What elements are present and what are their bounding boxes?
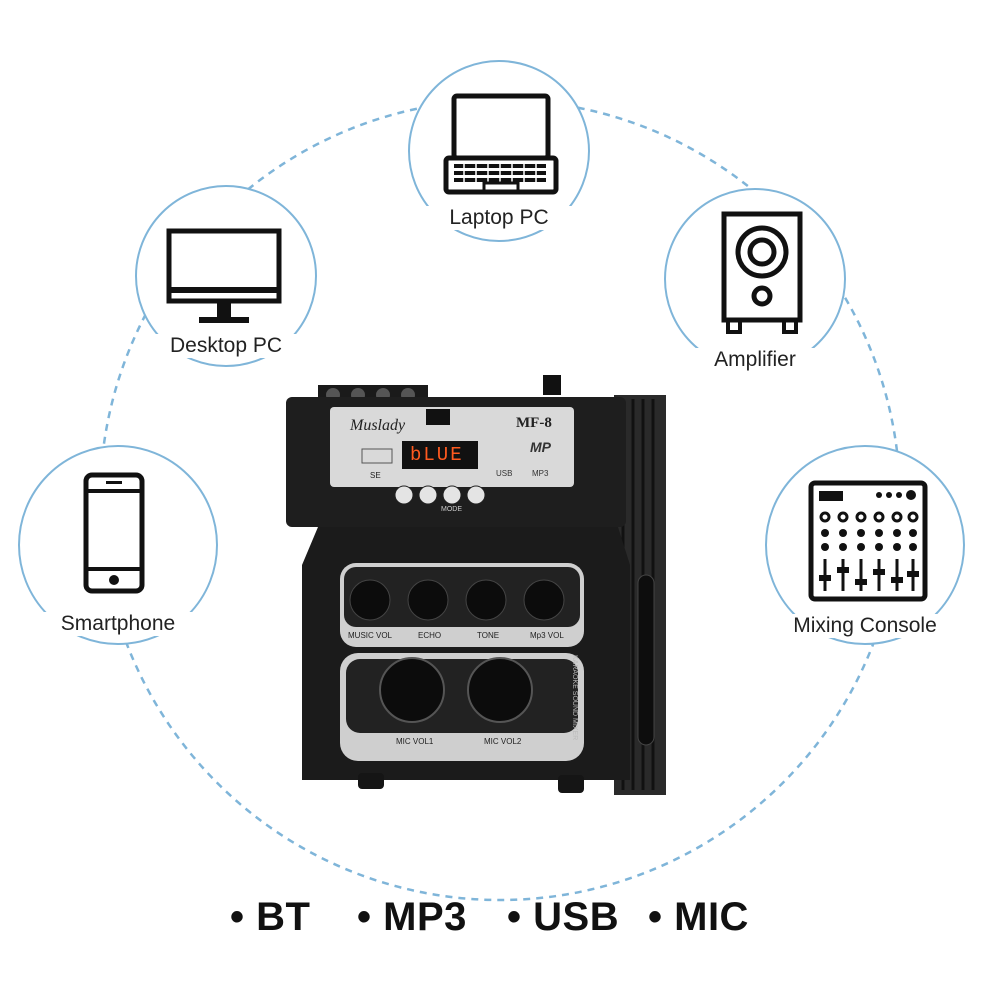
mixer-body-graphic <box>286 375 666 795</box>
feature-mic-text: MIC <box>674 895 749 939</box>
music-vol-label: MUSIC VOL <box>348 631 393 640</box>
laptop-icon <box>443 93 559 195</box>
mic-vol2-label: MIC VOL2 <box>484 737 522 746</box>
mixing-console-node: Mixing Console <box>765 445 965 645</box>
mixing-console-label: Mixing Console <box>767 614 963 638</box>
feature-mp3: • MP3 <box>357 895 467 939</box>
feature-bt-text: BT <box>256 895 311 939</box>
desktop-pc-label: Desktop PC <box>137 334 315 358</box>
mode-label: MODE <box>441 506 462 513</box>
laptop-pc-label: Laptop PC <box>410 206 588 230</box>
tone-label: TONE <box>477 631 500 640</box>
se-label: SE <box>370 471 381 480</box>
smartphone-node: Smartphone <box>18 445 218 645</box>
feature-list: • BT • MP3 • USB • MIC <box>0 895 1000 955</box>
mp3-vol-label: Mp3 VOL <box>530 631 564 640</box>
laptop-pc-node: Laptop PC <box>408 60 590 242</box>
feature-usb: • USB <box>507 895 620 939</box>
brand-label: Muslady <box>350 417 406 434</box>
feature-mic: • MIC <box>648 895 749 939</box>
side-label: KARAOKE SOUND MIXER <box>571 655 578 741</box>
smartphone-icon <box>83 472 145 594</box>
echo-label: ECHO <box>418 631 442 640</box>
desktop-pc-node: Desktop PC <box>135 185 317 367</box>
mp3-label: MP3 <box>532 469 549 478</box>
karaoke-mixer-device: Muslady MF-8 bLUE SE USB MP MP3 MODE MUS… <box>278 375 670 800</box>
model-label: MF-8 <box>516 415 552 431</box>
mixer-icon <box>808 480 928 602</box>
mic-vol1-label: MIC VOL1 <box>396 737 434 746</box>
amplifier-node: Amplifier <box>664 188 846 372</box>
feature-usb-text: USB <box>533 895 620 939</box>
monitor-icon <box>166 228 282 323</box>
feature-bt: • BT <box>230 895 311 939</box>
feature-mp3-text: MP3 <box>383 895 467 939</box>
mp3-badge: MP <box>530 439 551 455</box>
smartphone-label: Smartphone <box>20 612 216 636</box>
amplifier-label: Amplifier <box>666 348 844 372</box>
speaker-icon <box>721 211 803 334</box>
usb-label: USB <box>496 469 513 478</box>
led-display: bLUE <box>410 444 464 466</box>
